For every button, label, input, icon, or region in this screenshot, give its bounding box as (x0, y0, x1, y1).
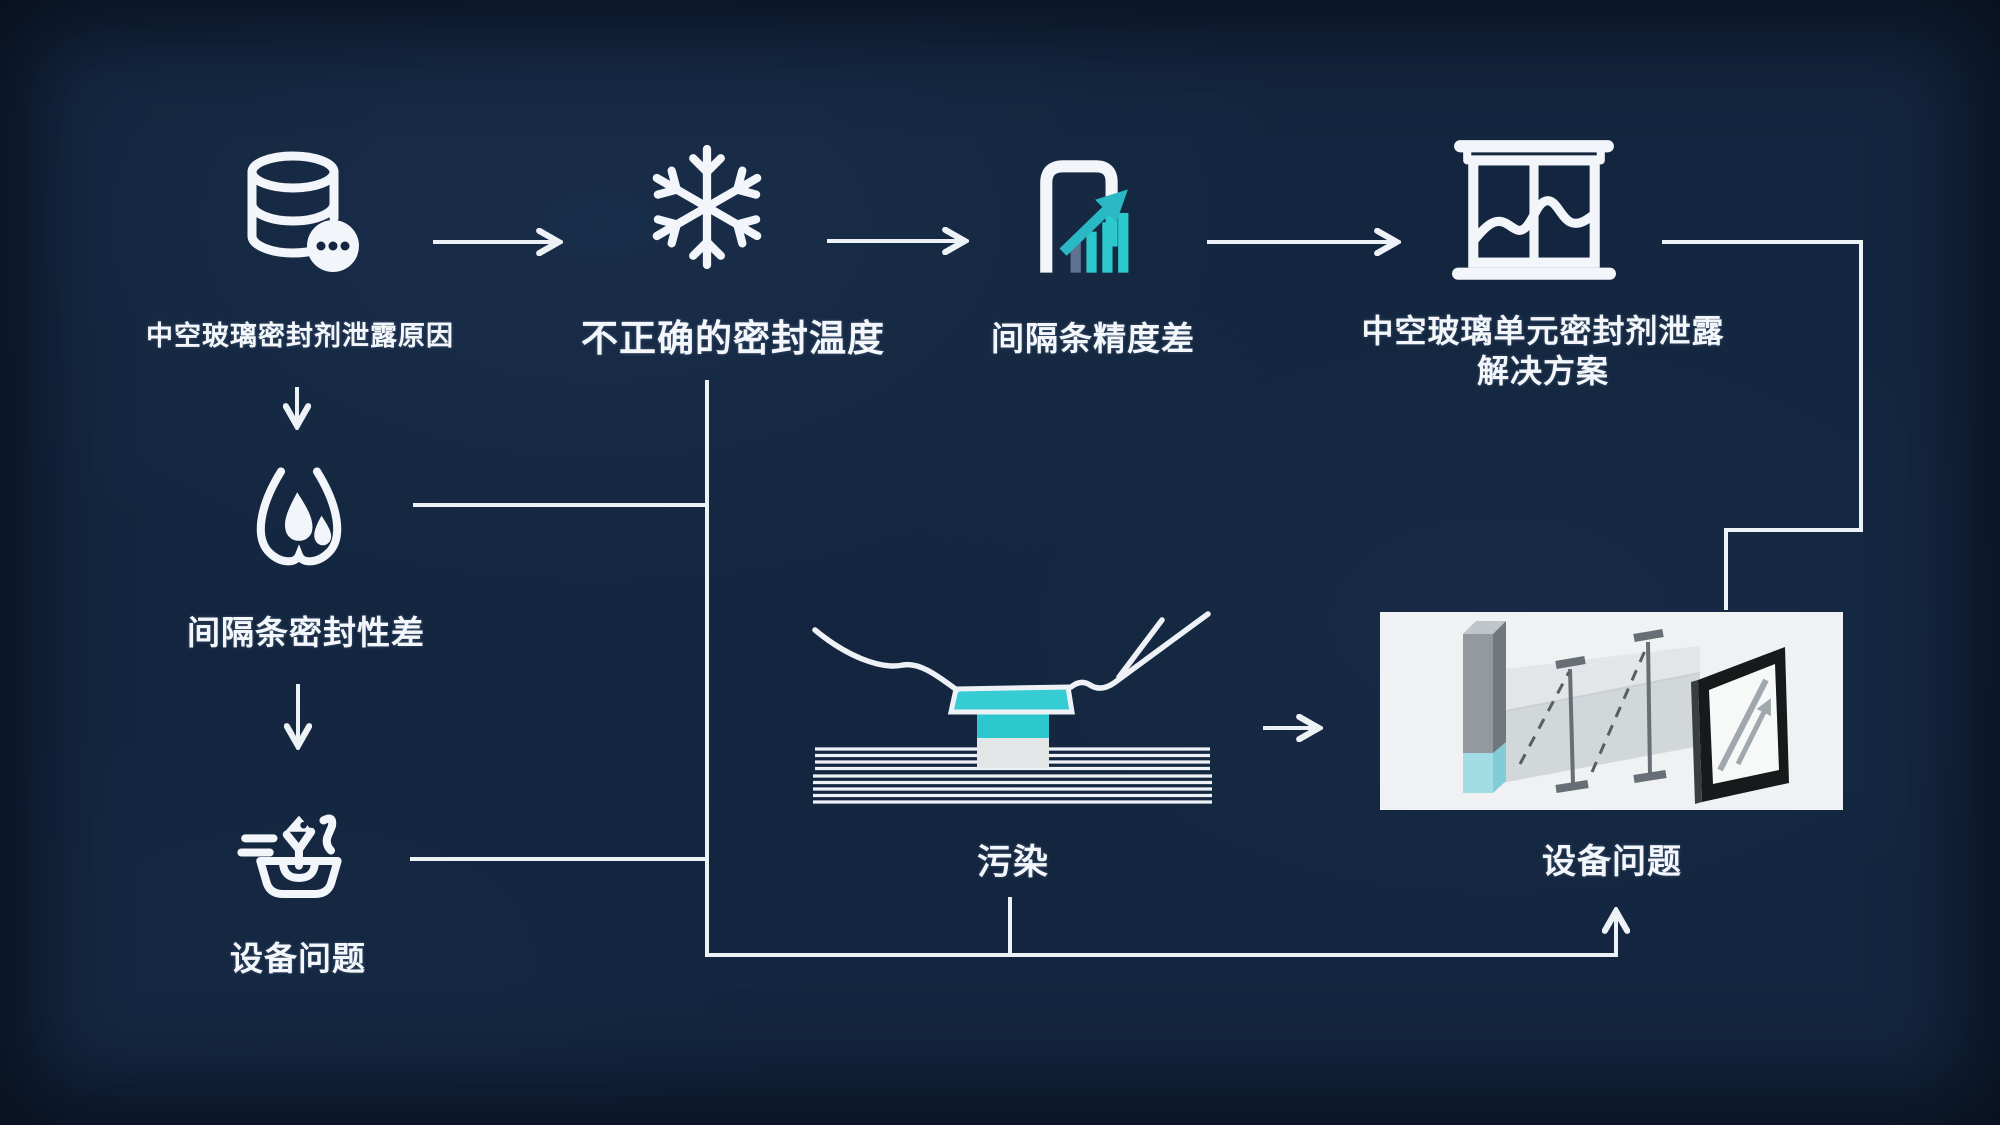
window-wave (1468, 196, 1600, 246)
measuring-rods (1555, 629, 1667, 793)
growth-arrow (1059, 189, 1128, 256)
glass-sheet-stripes-bottom (813, 774, 1212, 804)
sealant-dispenser-icon (237, 814, 342, 898)
sealant-cap (947, 684, 1075, 715)
line-solutions-to-panel (1662, 240, 1863, 610)
node-precision-label: 间隔条精度差 (991, 320, 1195, 357)
glass-unit-arrows (1717, 678, 1771, 772)
spacer-block-teal (977, 711, 1049, 738)
equipment-panel-label: 设备问题 (1542, 843, 1682, 881)
water-drops-icon (256, 467, 342, 566)
node-solutions-label: 中空玻璃单元密封剂泄露 解决方案 (1323, 311, 1763, 391)
snowflake-icon (652, 144, 762, 270)
peeled-sheet-right-curve-outer (1068, 611, 1211, 691)
dispenser-bowl (256, 856, 342, 898)
window-icon (1452, 140, 1616, 280)
dispenser-arm (319, 814, 337, 855)
dashed-guides (1518, 645, 1649, 773)
peeled-sheet-right-curve-inner (1116, 617, 1165, 680)
bar-chart (1070, 212, 1129, 273)
gray-column (1463, 621, 1506, 793)
database-top (247, 151, 339, 193)
node-solutions-label-line1: 中空玻璃单元密封剂泄露 (1361, 313, 1725, 349)
snowflake-axis-120 (652, 166, 762, 248)
spacer-profile (1040, 160, 1118, 273)
spacer-block-gray (977, 736, 1049, 768)
contamination-illustration (812, 611, 1212, 804)
peeled-sheet-left-curve (812, 627, 960, 693)
node-causes-label: 中空玻璃密封剂泄露原因 (146, 321, 454, 351)
drops-outline (256, 467, 342, 566)
column-teal-base (1463, 753, 1493, 793)
dispenser-nozzle (284, 815, 314, 832)
chat-dots-bubble (307, 220, 359, 272)
glass-unit (1691, 647, 1789, 804)
spacer-bar-chart-icon (1040, 160, 1129, 273)
small-drop (314, 515, 332, 546)
equipment-panel-illustration (1380, 612, 1843, 810)
database-chat-icon (247, 151, 359, 272)
node-solutions-label-line2: 解决方案 (1476, 353, 1609, 389)
node-temperature-label: 不正确的密封温度 (581, 318, 885, 359)
contamination-label: 污染 (976, 843, 1049, 882)
node-equipment-label: 设备问题 (230, 940, 366, 977)
node-sealing-label: 间隔条密封性差 (187, 614, 425, 651)
line-junction-to-equipment-panel (705, 380, 1616, 957)
big-drop (285, 492, 313, 541)
